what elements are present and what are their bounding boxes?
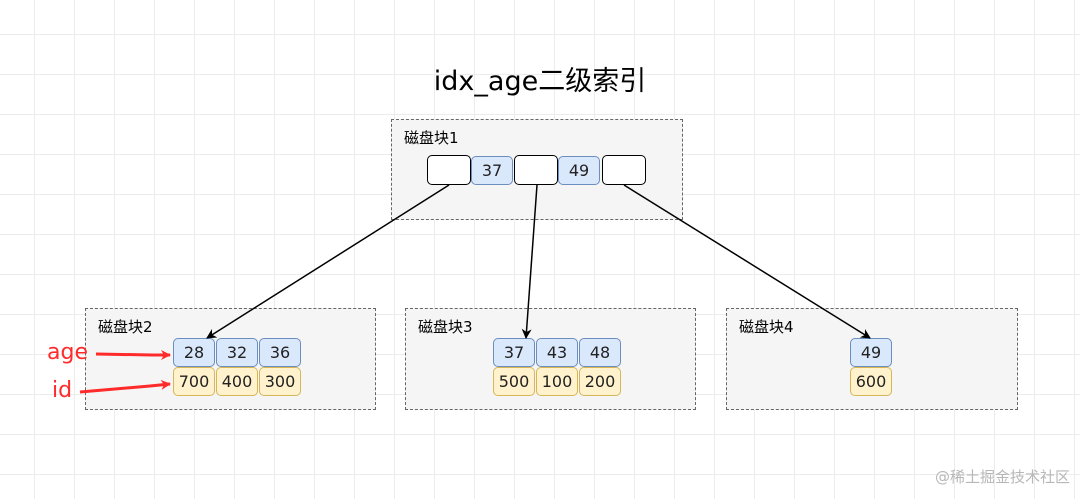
id-row-label: id [52,378,73,403]
pointer-arrow-to-block-3 [521,184,538,339]
leaf-age-cell: 37 [493,338,535,367]
pointer-arrow-to-block-2 [206,184,450,339]
leaf-age-cell: 48 [579,338,621,367]
leaf-block-label: 磁盘块3 [418,318,473,336]
leaf-age-cell: 43 [536,338,578,367]
root-pointer-1 [427,155,471,185]
leaf-id-cell: 500 [493,367,535,396]
root-key-1: 37 [471,156,513,185]
id-row-arrow [79,379,171,394]
leaf-id-cell: 300 [259,367,301,396]
watermark: @稀土掘金技术社区 [934,468,1070,486]
leaf-id-cell: 200 [579,367,621,396]
root-pointer-2 [514,155,558,185]
age-row-label: age [47,340,88,365]
leaf-id-cell: 700 [173,367,215,396]
age-row-arrow [95,350,171,360]
leaf-id-cell: 600 [850,367,892,396]
leaf-age-cell: 32 [216,338,258,367]
leaf-age-cell: 36 [259,338,301,367]
root-key-2: 49 [558,156,600,185]
leaf-block-label: 磁盘块2 [98,318,153,336]
leaf-age-cell: 28 [173,338,215,367]
leaf-id-cell: 100 [536,367,578,396]
leaf-id-cell: 400 [216,367,258,396]
leaf-age-cell: 49 [850,338,892,367]
root-pointer-3 [602,155,646,185]
diagram-title: idx_age二级索引 [433,66,647,97]
leaf-block-label: 磁盘块4 [739,318,794,336]
root-block-label: 磁盘块1 [404,129,459,147]
pointer-arrow-to-block-4 [623,184,871,339]
